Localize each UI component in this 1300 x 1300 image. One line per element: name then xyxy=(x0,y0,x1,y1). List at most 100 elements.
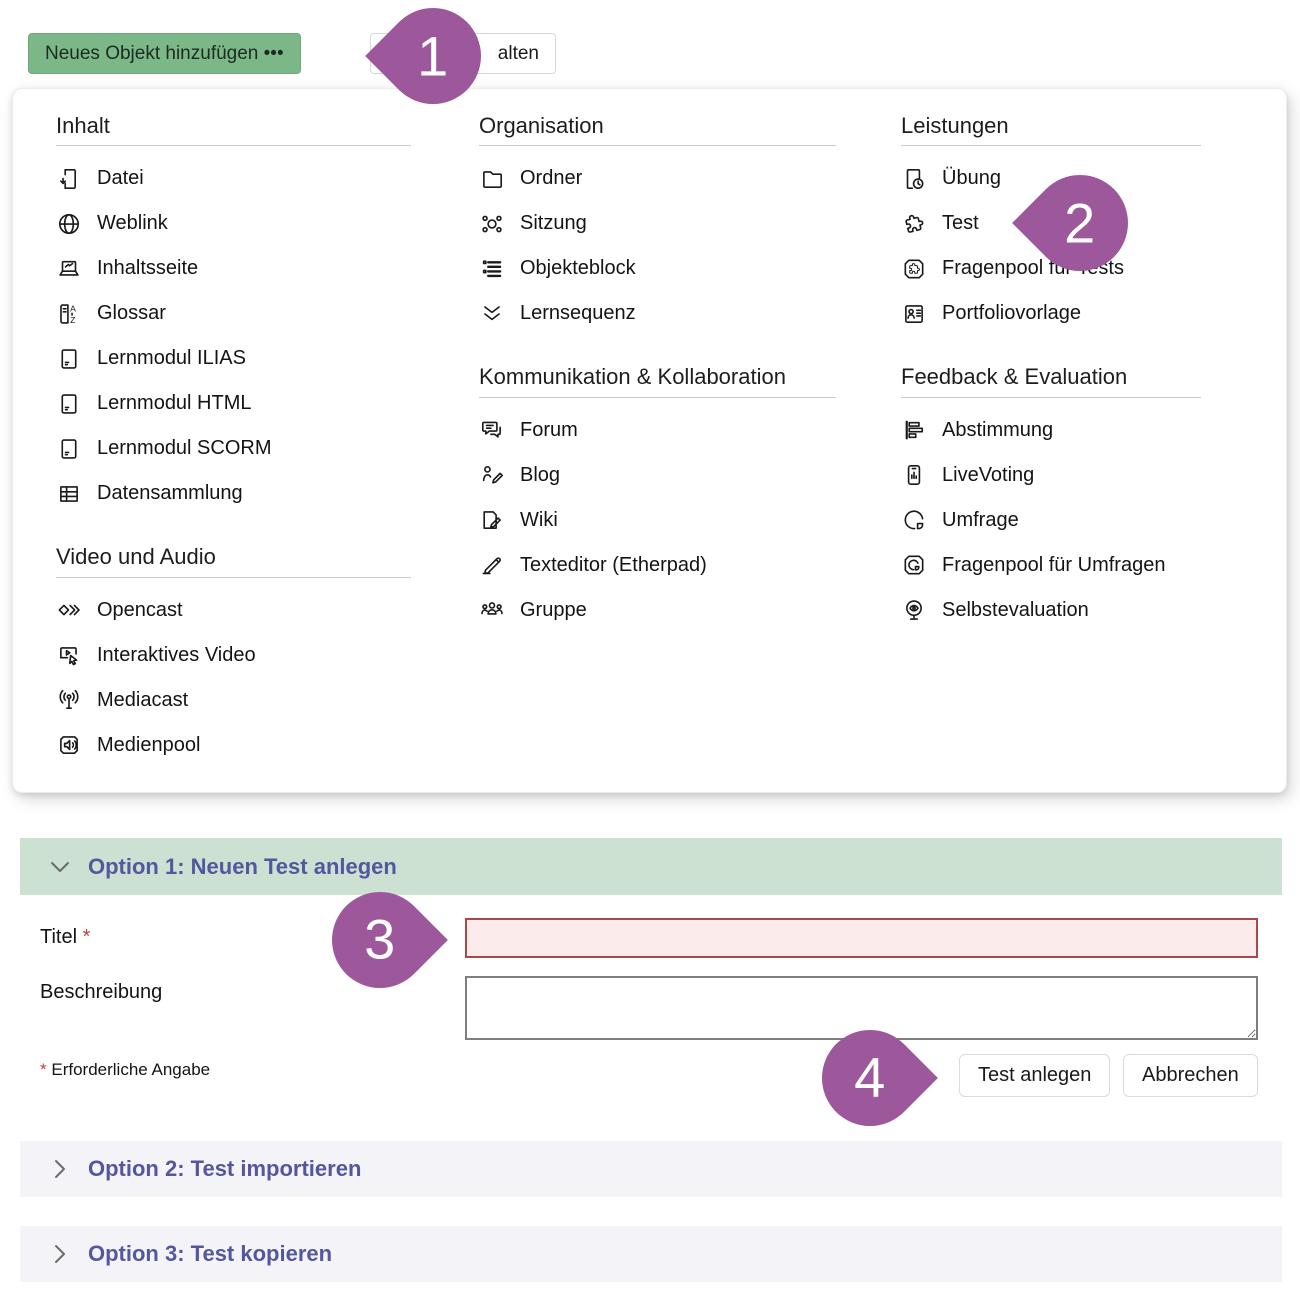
menu-item-lernsequenz[interactable]: Lernsequenz xyxy=(479,291,836,336)
survey-icon xyxy=(901,507,927,533)
menu-item-label: Lernsequenz xyxy=(520,302,636,325)
menu-item-label: Interaktives Video xyxy=(97,643,256,666)
menu-item-ordner[interactable]: Ordner xyxy=(479,156,836,201)
add-new-object-button[interactable]: Neues Objekt hinzufügen ••• xyxy=(28,33,301,74)
menu-section-title: Kommunikation & Kollabo­ration xyxy=(479,364,836,398)
menu-item-label: Übung xyxy=(942,167,1001,190)
broadcast-icon xyxy=(56,687,82,713)
menu-item-bung[interactable]: Übung xyxy=(901,156,1201,201)
menu-item-abstimmung[interactable]: Abstimmung xyxy=(901,408,1201,453)
chevron-down-icon xyxy=(48,855,72,879)
menu-item-label: Selbstevaluation xyxy=(942,598,1089,621)
folder-icon xyxy=(479,166,505,192)
menu-item-label: Datensammlung xyxy=(97,482,243,505)
menu-item-label: Abstimmung xyxy=(942,418,1054,441)
menu-item-inhaltsseite[interactable]: Inhaltsseite xyxy=(56,246,411,291)
menu-item-label: Blog xyxy=(520,463,561,486)
callout-number: 2 xyxy=(1064,191,1096,254)
accordion-option-2[interactable]: Option 2: Test importieren xyxy=(20,1141,1282,1197)
menu-item-livevoting[interactable]: LiveVoting xyxy=(901,453,1201,498)
menu-item-weblink[interactable]: Weblink xyxy=(56,201,411,246)
menu-item-interaktives-video[interactable]: Interaktives Video xyxy=(56,633,411,678)
menu-item-gruppe[interactable]: Gruppe xyxy=(479,588,836,633)
menu-item-blog[interactable]: Blog xyxy=(479,453,836,498)
callout-number: 3 xyxy=(364,908,396,971)
menu-item-label: Weblink xyxy=(97,212,168,235)
learning-module-icon xyxy=(56,346,82,372)
interactive-video-icon xyxy=(56,642,82,668)
menu-item-label: Fragenpool für Umfragen xyxy=(942,553,1166,576)
menu-item-objekteblock[interactable]: Objekteblock xyxy=(479,246,836,291)
title-input[interactable] xyxy=(465,918,1258,958)
accordion-title: Option 2: Test importieren xyxy=(88,1156,362,1181)
menu-item-lernmodul-html[interactable]: Lernmodul HTML xyxy=(56,381,411,426)
session-icon xyxy=(479,211,505,237)
menu-item-opencast[interactable]: Opencast xyxy=(56,588,411,633)
chevron-right-icon xyxy=(48,1157,72,1181)
menu-item-label: Lernmodul ILIAS xyxy=(97,347,246,370)
menu-item-lernmodul-scorm[interactable]: Lernmodul SCORM xyxy=(56,426,411,471)
test-puzzle-icon xyxy=(901,211,927,237)
cancel-button[interactable]: Abbrechen xyxy=(1123,1054,1258,1097)
title-label: Titel * xyxy=(40,926,91,948)
menu-item-umfrage[interactable]: Umfrage xyxy=(901,498,1201,543)
menu-item-label: Forum xyxy=(520,418,578,441)
required-asterisk: * xyxy=(82,926,91,948)
menu-item-label: Sitzung xyxy=(520,212,587,235)
content-page-icon xyxy=(56,256,82,282)
menu-item-datei[interactable]: Datei xyxy=(56,156,411,201)
menu-section-title-text: Leistungen xyxy=(901,113,1009,138)
menu-item-datensammlung[interactable]: Datensammlung xyxy=(56,471,411,516)
menu-item-lernmodul-ilias[interactable]: Lernmodul ILIAS xyxy=(56,336,411,381)
menu-item-label: Opencast xyxy=(97,598,183,621)
menu-section-title-text: Inhalt xyxy=(56,113,110,138)
svg-text:Z: Z xyxy=(70,315,76,325)
menu-section-title-text: Organisation xyxy=(479,113,604,138)
menu-item-sitzung[interactable]: Sitzung xyxy=(479,201,836,246)
menu-item-label: Test xyxy=(942,212,979,235)
menu-item-mediacast[interactable]: Mediacast xyxy=(56,678,411,723)
menu-section-title: Video und Audio xyxy=(56,544,411,578)
self-evaluation-icon xyxy=(901,597,927,623)
wiki-icon xyxy=(479,507,505,533)
menu-item-selbstevaluation[interactable]: Selbstevaluation xyxy=(901,588,1201,633)
menu-section-title-text: Kommunikation & Kollabo­ration xyxy=(479,364,786,390)
menu-item-forum[interactable]: Forum xyxy=(479,408,836,453)
menu-item-wiki[interactable]: Wiki xyxy=(479,498,836,543)
menu-item-label: Glossar xyxy=(97,302,166,325)
menu-section-title: Inhalt xyxy=(56,113,411,147)
required-asterisk: * xyxy=(40,1060,47,1079)
menu-item-portfoliovorlage[interactable]: Portfoliovorlage xyxy=(901,291,1201,336)
menu-item-texteditor-etherpad[interactable]: Texteditor (Etherpad) xyxy=(479,543,836,588)
accordion-title: Option 1: Neuen Test anlegen xyxy=(88,853,397,879)
menu-item-label: Portfoliovorlage xyxy=(942,302,1081,325)
accordion-option-1[interactable]: Option 1: Neuen Test anlegen xyxy=(20,838,1282,895)
accordion-option-3[interactable]: Option 3: Test kopieren xyxy=(20,1226,1282,1282)
menu-item-label: Texteditor (Etherpad) xyxy=(520,553,707,576)
menu-item-test[interactable]: Test xyxy=(901,201,1201,246)
menu-item-label: Lernmodul HTML xyxy=(97,392,252,415)
blog-icon xyxy=(479,462,505,488)
required-field-note: * Erforderliche Angabe xyxy=(40,1060,211,1079)
menu-item-label: Wiki xyxy=(520,508,558,531)
question-pool-survey-icon xyxy=(901,552,927,578)
menu-item-medienpool[interactable]: Medienpool xyxy=(56,723,411,768)
create-test-button[interactable]: Test anlegen xyxy=(959,1054,1111,1097)
menu-item-fragenpool-f-r-umfragen[interactable]: Fragenpool für Umfragen xyxy=(901,543,1201,588)
group-icon xyxy=(479,597,505,623)
menu-section-title-text: Feedback & Evaluation xyxy=(901,364,1128,390)
menu-section-title: Feedback & Evaluation xyxy=(901,364,1201,398)
media-pool-icon xyxy=(56,732,82,758)
